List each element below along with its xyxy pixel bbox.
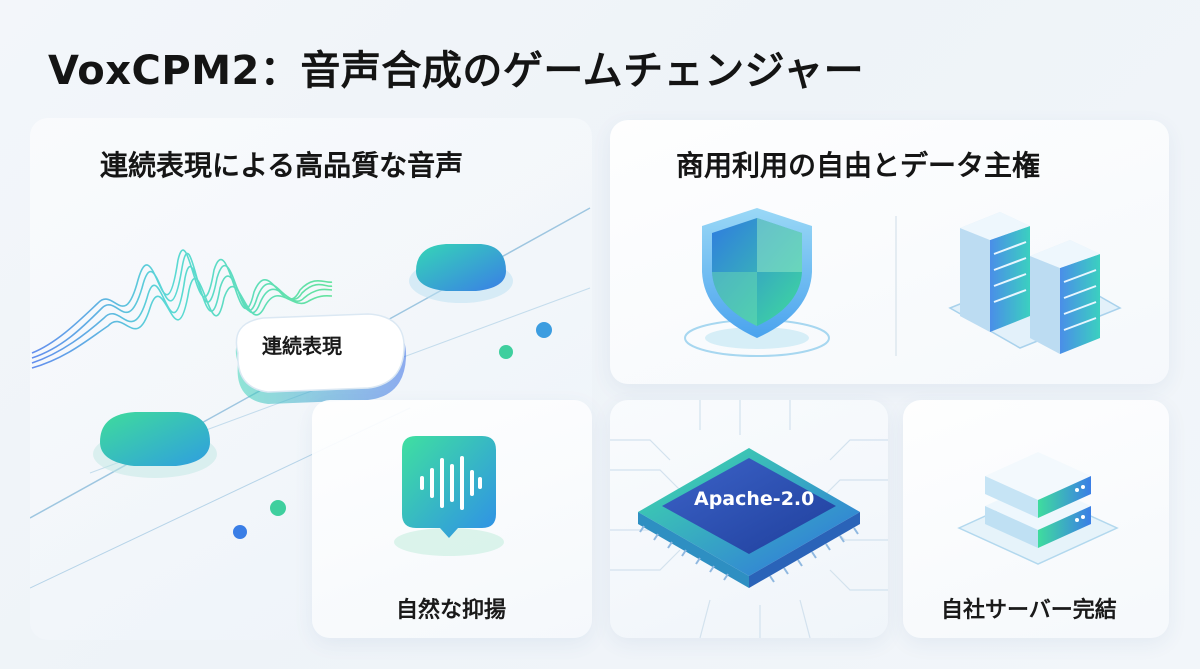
section-heading-commercial: 商用利用の自由とデータ主権 xyxy=(676,149,1041,182)
chip-icon xyxy=(610,400,888,638)
continuous-node xyxy=(235,313,407,404)
dots-right xyxy=(499,322,552,359)
shield-icon xyxy=(684,208,830,357)
waveform-icon xyxy=(31,249,333,369)
natural-intonation-label: 自然な抑揚 xyxy=(396,598,507,623)
self-hosted-label: 自社サーバー完結 xyxy=(941,598,1117,623)
continuous-representation-panel: 連続表現による高品質な音声 xyxy=(30,118,592,640)
server-racks-icon xyxy=(948,212,1122,354)
self-hosted-panel: 自社サーバー完結 xyxy=(903,400,1169,638)
node-pad-bottom xyxy=(93,412,217,478)
natural-intonation-card: 自然な抑揚 xyxy=(312,400,592,638)
dots-bottom xyxy=(233,500,286,539)
license-chip-panel: Apache-2.0 xyxy=(610,400,888,638)
node-pad-top xyxy=(409,244,513,303)
page-title: VoxCPM2：音声合成のゲームチェンジャー xyxy=(48,48,865,94)
continuous-node-label: 連続表現 xyxy=(262,334,342,358)
license-chip-label: Apache-2.0 xyxy=(694,488,815,510)
voice-bubble-icon xyxy=(394,436,504,556)
commercial-freedom-panel: 商用利用の自由とデータ主権 xyxy=(610,120,1169,384)
divider xyxy=(895,216,897,356)
server-stack-icon xyxy=(957,452,1119,565)
section-heading-continuous: 連続表現による高品質な音声 xyxy=(100,149,464,182)
